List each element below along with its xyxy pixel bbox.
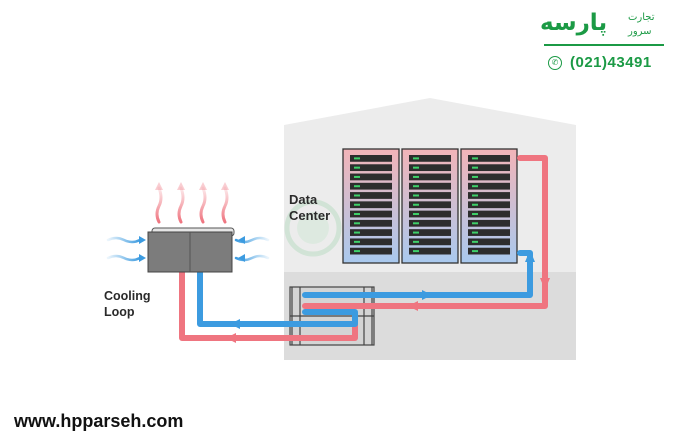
server-led (472, 166, 478, 169)
server-unit (468, 164, 510, 172)
server-led (413, 157, 419, 160)
server-racks (342, 148, 518, 264)
server-unit (468, 210, 510, 218)
server-led (354, 185, 360, 188)
server-led (413, 213, 419, 216)
cooling-loop-label-text: Cooling Loop (104, 289, 151, 319)
server-led (354, 240, 360, 243)
server-led (472, 194, 478, 197)
server-unit (350, 182, 392, 190)
server-unit (468, 155, 510, 162)
server-unit (409, 155, 451, 162)
brand-subtitle-1: تجارت (628, 12, 655, 23)
cold-loop (197, 250, 533, 327)
server-unit (468, 229, 510, 236)
server-led (413, 231, 419, 234)
server-led (354, 166, 360, 169)
server-led (472, 240, 478, 243)
server-unit (468, 192, 510, 199)
server-rack (342, 148, 400, 264)
server-led (354, 222, 360, 225)
server-unit (409, 210, 451, 218)
brand-subtitle-2: سرور (628, 26, 652, 37)
brand-logo[interactable]: پارسه تجارت سرور ✆ (021)43491 (540, 10, 670, 80)
arrow-blue-1 (230, 319, 240, 329)
server-unit (409, 201, 451, 209)
phone-icon: ✆ (548, 56, 562, 70)
server-led (413, 222, 419, 225)
server-led (354, 203, 360, 206)
air-intake (106, 236, 270, 262)
server-unit (409, 238, 451, 246)
server-unit (350, 192, 392, 199)
website-url[interactable]: www.hpparseh.com (14, 411, 184, 431)
arrow-blue-3 (525, 250, 535, 262)
server-led (472, 250, 478, 253)
server-unit (350, 219, 392, 227)
server-led (354, 250, 360, 253)
brand-name: پارسه (540, 10, 608, 36)
arrow-red-1 (226, 333, 236, 343)
arrow-blue-2 (422, 290, 432, 300)
server-led (354, 194, 360, 197)
server-led (472, 213, 478, 216)
server-unit (409, 164, 451, 172)
server-led (472, 157, 478, 160)
server-unit (468, 219, 510, 227)
server-unit (350, 155, 392, 162)
server-unit (468, 238, 510, 246)
server-rack (401, 148, 459, 264)
server-unit (468, 247, 510, 255)
server-unit (350, 173, 392, 181)
watermark-logo (284, 199, 342, 257)
cooling-loop-label: Cooling Loop (104, 288, 151, 320)
server-led (413, 194, 419, 197)
arrow-red-3 (540, 278, 550, 290)
server-unit (350, 164, 392, 172)
server-unit (409, 247, 451, 255)
flow-arrows (226, 250, 550, 343)
server-led (413, 185, 419, 188)
server-led (354, 157, 360, 160)
arrow-red-2 (408, 301, 418, 311)
brand-divider (544, 44, 664, 46)
server-led (354, 175, 360, 178)
server-unit (409, 173, 451, 181)
server-unit (350, 229, 392, 236)
server-led (354, 231, 360, 234)
server-unit (350, 238, 392, 246)
heat-arrowheads (155, 182, 229, 190)
server-led (413, 166, 419, 169)
server-unit (409, 192, 451, 199)
server-led (472, 203, 478, 206)
server-led (354, 213, 360, 216)
server-unit (409, 182, 451, 190)
server-unit (468, 201, 510, 209)
server-unit (350, 201, 392, 209)
data-center-label-text: Data Center (289, 192, 331, 223)
server-led (472, 222, 478, 225)
cooling-unit (147, 227, 235, 273)
server-unit (468, 182, 510, 190)
server-led (413, 203, 419, 206)
server-unit (350, 247, 392, 255)
data-center-label: Data Center (289, 192, 330, 224)
heat-exhaust (155, 186, 229, 224)
server-led (472, 231, 478, 234)
server-unit (409, 229, 451, 236)
server-unit (350, 210, 392, 218)
server-rack (460, 148, 518, 264)
server-led (413, 175, 419, 178)
server-unit (409, 219, 451, 227)
server-led (413, 240, 419, 243)
server-led (413, 250, 419, 253)
server-led (472, 175, 478, 178)
server-unit (468, 173, 510, 181)
server-led (472, 185, 478, 188)
phone-number[interactable]: (021)43491 (570, 54, 652, 71)
